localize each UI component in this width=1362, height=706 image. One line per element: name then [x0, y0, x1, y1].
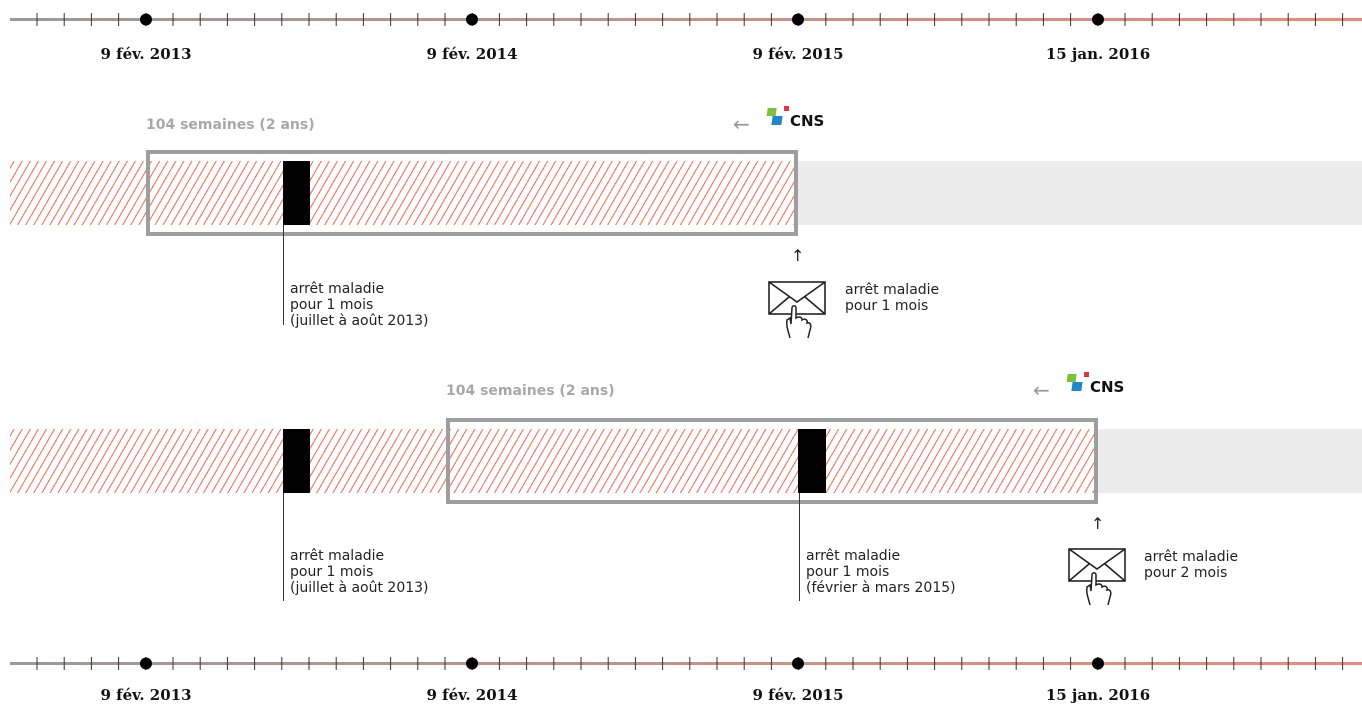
reference-period-frame: [446, 418, 1098, 504]
sick-leave-note: arrêt maladie pour 2 mois: [1144, 549, 1239, 581]
period-label: 104 semaines (2 ans): [146, 117, 315, 133]
leader-line: [799, 493, 800, 601]
arrow-left-icon: ←: [733, 112, 750, 136]
cns-logo-icon: [1066, 372, 1089, 391]
timeline-dot: [1092, 13, 1104, 26]
arrow-up-icon: ↑: [791, 246, 805, 265]
sick-leave-block: [798, 429, 826, 493]
timeline-dot: [792, 13, 804, 26]
sick-leave-note: arrêt maladie pour 1 mois (juillet à aoû…: [290, 281, 429, 329]
date-label: 15 jan. 2016: [1045, 45, 1151, 63]
future-band: [798, 161, 1362, 225]
sick-leave-block: [283, 429, 310, 493]
timeline-dot: [1092, 657, 1104, 670]
arrow-up-icon: ↑: [1091, 514, 1105, 533]
leader-line: [283, 225, 284, 325]
cns-label: CNS: [1090, 378, 1125, 396]
sick-leave-note: arrêt maladie pour 1 mois (février à mar…: [806, 548, 956, 596]
date-label: 9 fév. 2013: [100, 686, 192, 704]
leader-line: [283, 493, 284, 601]
date-label: 9 fév. 2015: [752, 686, 844, 704]
timeline-dot: [466, 13, 478, 26]
timeline-dot: [792, 657, 804, 670]
timeline-dot: [140, 657, 152, 670]
timeline-top: [10, 13, 1362, 26]
sick-leave-block: [283, 161, 310, 225]
hatched-period: [10, 161, 798, 225]
cns-logo-icon: [766, 106, 789, 125]
cns-label: CNS: [790, 112, 825, 130]
arrow-left-icon: ←: [1033, 378, 1050, 402]
period-label: 104 semaines (2 ans): [446, 383, 615, 399]
date-label: 9 fév. 2013: [100, 45, 192, 63]
hatched-period: [10, 429, 1098, 493]
date-label: 15 jan. 2016: [1045, 686, 1151, 704]
cns-logo: CNS: [1066, 372, 1124, 396]
sick-leave-note: arrêt maladie pour 1 mois (juillet à aoû…: [290, 548, 429, 596]
envelope-hand-icon: [1068, 548, 1126, 606]
reference-period-frame: [146, 150, 798, 236]
envelope-hand-icon: [768, 281, 826, 339]
timeline-dot: [466, 657, 478, 670]
date-label: 9 fév. 2015: [752, 45, 844, 63]
timeline-dot: [140, 13, 152, 26]
date-label: 9 fév. 2014: [426, 686, 518, 704]
timeline-bottom: [10, 657, 1362, 670]
date-label: 9 fév. 2014: [426, 45, 518, 63]
cns-logo: CNS: [766, 106, 824, 130]
future-band: [1098, 429, 1362, 493]
sick-leave-note: arrêt maladie pour 1 mois: [845, 282, 940, 314]
